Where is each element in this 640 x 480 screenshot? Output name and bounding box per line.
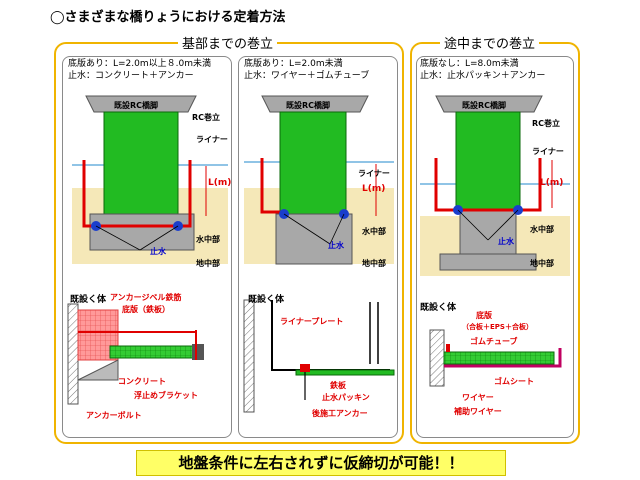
panel-3-label-plate-spec: （合板＋EPS＋合板）	[462, 323, 533, 331]
panel-2-condition-waterstop: 止水：ワイヤー＋ゴムチューブ	[244, 71, 370, 81]
panel-2-pier-cap	[261, 95, 369, 113]
panel-2-label-ground-part: 地中部	[362, 259, 386, 268]
panel-3-detail-rubber-sheet	[444, 348, 562, 368]
panel-3-label-aux-wire: 補助ワイヤー	[454, 407, 502, 416]
panel-3-condition-length: 底版なし：L=8.0m未満	[420, 59, 519, 69]
panel-1-label-concrete: コンクリート	[118, 377, 166, 386]
panel-3-footing	[439, 253, 537, 271]
panel-2-detail	[243, 299, 395, 413]
panel-1-detail	[67, 303, 204, 405]
panel-3-elevation	[420, 95, 570, 276]
panel-3-label-ground-part: 地中部	[530, 259, 554, 268]
panel-3-label-water-part: 水中部	[530, 225, 554, 234]
panel-1-condition-length: 底版あり：L=2.0m以上８.0m未満	[68, 59, 211, 69]
panel-2-elevation	[244, 95, 394, 265]
panel-1-pier-cap	[85, 95, 197, 113]
panel-1-liner	[82, 160, 192, 228]
panel-1-detail-jacket	[109, 345, 197, 359]
panel-3-detail	[429, 329, 562, 387]
panel-2-label-existing-pier: 既設RC橋脚	[286, 101, 331, 110]
panel-3-liner	[434, 158, 542, 212]
panel-2-label-liner-plate: ライナープレート	[280, 317, 344, 326]
panel-3-pier-lower	[459, 209, 517, 255]
panel-2-label-water-packing: 止水パッキン	[322, 393, 370, 402]
panel-3-label-liner: ライナー	[532, 147, 564, 156]
panel-3-detail-jacket	[443, 351, 555, 365]
page-title: ◯さまざまな橋りょうにおける定着方法	[50, 10, 286, 25]
panel-1-label-existing-body: 既設く体	[70, 295, 107, 305]
group-label-base: 基部までの巻立	[178, 33, 278, 52]
panel-3-label-existing-body: 既設く体	[420, 303, 457, 313]
panel-1-label-existing-pier: 既設RC橋脚	[114, 101, 159, 110]
panel-1-label-water-stop: 止水	[150, 247, 166, 256]
panel-2-detail-steel-plate	[295, 369, 395, 376]
group-label-midway: 途中までの巻立	[440, 33, 540, 52]
panel-2-label-water-part: 水中部	[362, 227, 386, 236]
panel-3-rc-jacket	[455, 111, 521, 211]
panel-1-condition-waterstop: 止水：コンクリート＋アンカー	[68, 71, 194, 81]
panel-2-label-steel-plate: 鉄板	[330, 381, 346, 390]
panel-2-label-water-stop: 止水	[328, 241, 344, 250]
panel-2-liner	[260, 158, 284, 214]
panel-1-label-length: L(m)	[208, 178, 232, 188]
panel-2-footing	[275, 213, 353, 265]
panel-1-label-water-part: 水中部	[196, 235, 220, 244]
panel-3-pier-cap	[435, 95, 543, 113]
panel-3-condition-waterstop: 止水：止水パッキン＋アンカー	[420, 71, 546, 81]
panel-2-label-length: L(m)	[362, 184, 386, 194]
panel-1-footing	[89, 213, 195, 251]
panel-3-label-length: L(m)	[540, 178, 564, 188]
panel-1-label-anchor-bolt: アンカーボルト	[86, 411, 142, 420]
panel-3-label-rc-jacket: RC巻立	[532, 119, 561, 128]
panel-2-rc-jacket	[279, 111, 347, 215]
conclusion-banner: 地盤条件に左右されずに仮締切が可能！！	[136, 450, 506, 476]
panel-1-label-rc-jacket: RC巻立	[192, 113, 221, 122]
panel-1-label-liner: ライナー	[196, 135, 228, 144]
panel-3-label-existing-pier: 既設RC橋脚	[462, 101, 507, 110]
panel-2-label-post-anchor: 後施工アンカー	[312, 409, 368, 418]
panel-1-label-float-bracket: 浮止めブラケット	[134, 391, 198, 400]
panel-3-label-water-stop: 止水	[498, 237, 514, 246]
panel-1-rc-jacket	[103, 111, 179, 215]
panel-3-label-rubber-sheet: ゴムシート	[494, 377, 534, 386]
panel-1-label-bottom-plate: 底版（鉄板）	[122, 305, 170, 314]
panel-1-label-anchor-bell: アンカージベル鉄筋	[110, 293, 182, 302]
panel-2-label-liner: ライナー	[358, 169, 390, 178]
panel-1-elevation	[72, 95, 228, 264]
panel-3-label-wire: ワイヤー	[462, 393, 494, 402]
panel-3-label-rubber-tube: ゴムチューブ	[470, 337, 518, 346]
panel-2-label-existing-body: 既設く体	[248, 295, 285, 305]
panel-1-label-ground-part: 地中部	[196, 259, 220, 268]
panel-2-condition-length: 底版あり：L=2.0m未満	[244, 59, 343, 69]
panel-3-label-bottom-plate: 底版	[476, 311, 492, 320]
